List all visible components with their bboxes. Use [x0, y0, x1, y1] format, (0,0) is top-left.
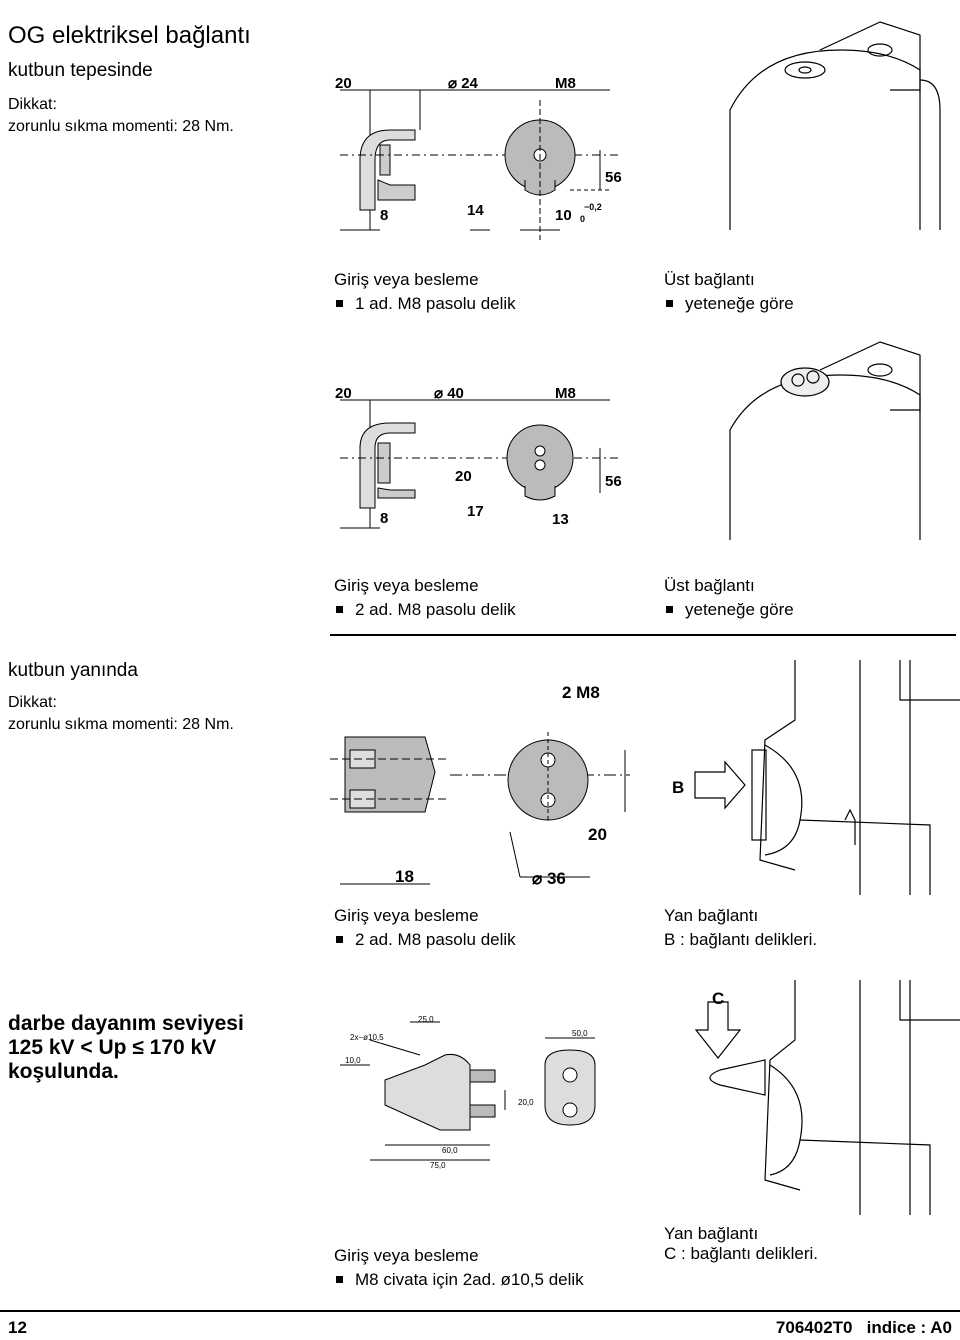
pole-side-view-C: C	[694, 980, 960, 1215]
caption-input-2: Giriş veya besleme	[334, 576, 479, 595]
dim-10: 10,0	[345, 1056, 361, 1065]
drawing-top-1-hole: 20 ⌀ 24 M8 56 8 14 10 −0,2 0	[335, 75, 622, 240]
caption-capability-2: yeteneğe göre	[664, 598, 794, 622]
drawing-side-2-holes: 2 M8 20 18 ⌀ 36	[330, 683, 630, 888]
dim-20: 20	[588, 825, 607, 844]
drawing-side-plate: 25,0 2x−ø10,5 50,0 10,0 20,0 60,0 75,0	[340, 1015, 596, 1170]
dim-dia-36: ⌀ 36	[532, 869, 566, 888]
caption-input-4: Giriş veya besleme	[334, 1246, 479, 1265]
caption-holes-3: 2 ad. M8 pasolu delik	[334, 928, 516, 952]
dim-20: 20	[335, 385, 352, 402]
caption-side-connection-3: Yan bağlantı	[664, 906, 759, 925]
pole-top-2-view	[729, 341, 921, 540]
section-divider	[330, 634, 956, 636]
document-code: 706402T0 indice : A0	[775, 1318, 952, 1337]
dim-2x-hole: 2x−ø10,5	[350, 1033, 384, 1042]
page-title: OG elektriksel bağlantı	[8, 22, 251, 49]
dim-dia-24: ⌀ 24	[448, 75, 479, 92]
drawing-top-2-holes: 20 ⌀ 40 M8 20 56 8 17 13	[335, 385, 622, 529]
dim-20: 20,0	[518, 1098, 534, 1107]
marker-B: B	[672, 778, 684, 797]
caption-holes-2: 2 ad. M8 pasolu delik	[334, 598, 516, 622]
caption-side-connection-4: Yan bağlantı	[664, 1224, 759, 1243]
dim-m8: M8	[555, 385, 576, 402]
dim-14: 14	[467, 202, 484, 219]
caption-holes-1: 1 ad. M8 pasolu delik	[334, 292, 516, 316]
tol-upper: −0,2	[584, 202, 602, 212]
marker-C: C	[712, 989, 724, 1008]
dim-60: 60,0	[442, 1146, 458, 1155]
dim-56: 56	[605, 473, 622, 490]
impulse-heading-2: 125 kV < Up ≤ 170 kV	[8, 1036, 217, 1059]
dim-18: 18	[395, 867, 414, 886]
page-number: 12	[8, 1318, 27, 1337]
dim-2m8: 2 M8	[562, 683, 600, 702]
caption-top-connection-1: Üst bağlantı	[664, 270, 755, 289]
caption-holes-4: M8 civata için 2ad. ø10,5 delik	[334, 1268, 584, 1292]
note-label: Dikkat:	[8, 694, 57, 711]
dim-8: 8	[380, 510, 388, 527]
tol-lower: 0	[580, 214, 585, 224]
dim-75: 75,0	[430, 1161, 446, 1170]
dim-20b: 20	[455, 468, 472, 485]
note-torque: zorunlu sıkma momenti: 28 Nm.	[8, 118, 234, 135]
section-heading-top: kutbun tepesinde	[8, 60, 153, 81]
caption-holes-C: C : bağlantı delikleri.	[664, 1244, 819, 1263]
pole-side-view-B: B	[672, 660, 960, 895]
dim-25: 25,0	[418, 1015, 434, 1024]
pole-top-1-view	[729, 21, 941, 230]
caption-input-1: Giriş veya besleme	[334, 270, 479, 289]
dim-50: 50,0	[572, 1029, 588, 1038]
caption-top-connection-2: Üst bağlantı	[664, 576, 755, 595]
dim-17: 17	[467, 503, 484, 520]
footer-rule	[0, 1310, 960, 1312]
dim-20: 20	[335, 75, 352, 92]
dim-8: 8	[380, 207, 388, 224]
note-label: Dikkat:	[8, 96, 57, 113]
note-torque: zorunlu sıkma momenti: 28 Nm.	[8, 716, 234, 733]
dim-56: 56	[605, 169, 622, 186]
dim-dia-40: ⌀ 40	[434, 385, 464, 402]
impulse-heading-3: koşulunda.	[8, 1060, 119, 1083]
dim-m8: M8	[555, 75, 576, 92]
dim-13: 13	[552, 511, 569, 528]
caption-input-3: Giriş veya besleme	[334, 906, 479, 925]
impulse-heading-1: darbe dayanım seviyesi	[8, 1012, 244, 1035]
caption-holes-B: B : bağlantı delikleri.	[664, 930, 818, 949]
caption-capability-1: yeteneğe göre	[664, 292, 794, 316]
section-heading-side: kutbun yanında	[8, 660, 138, 681]
dim-10: 10	[555, 207, 572, 224]
